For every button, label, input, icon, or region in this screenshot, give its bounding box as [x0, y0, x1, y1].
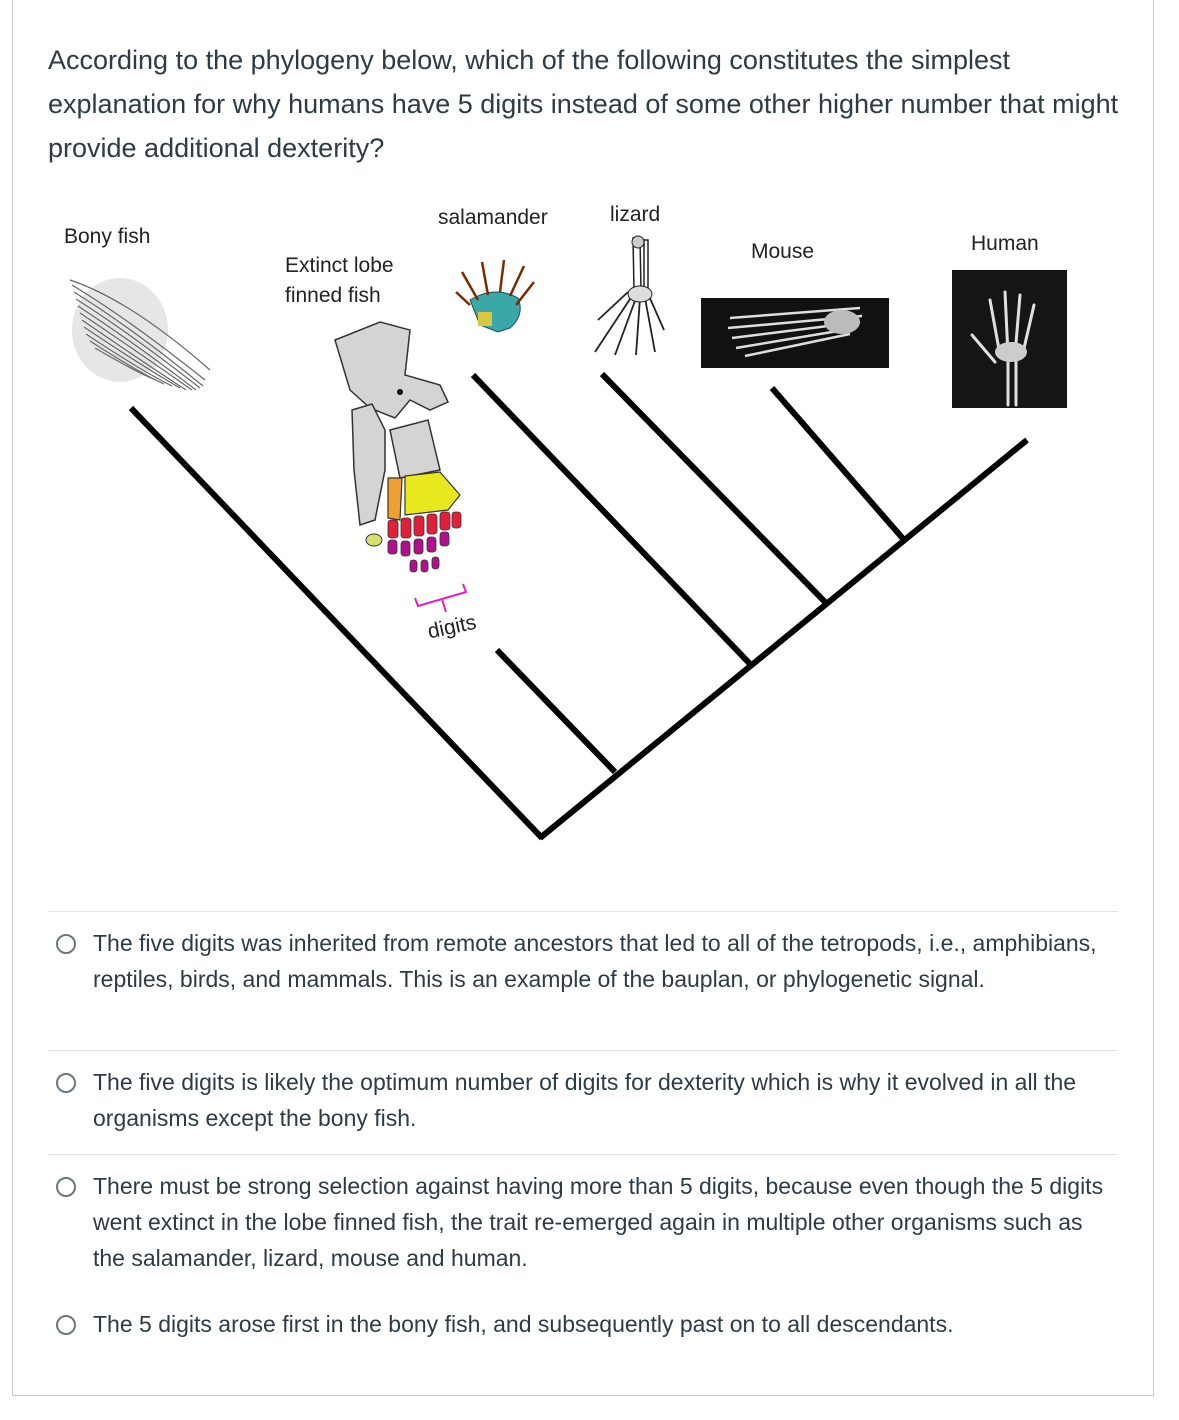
bony-fish-fin-image [69, 278, 211, 391]
lizard-label: lizard [610, 203, 661, 226]
digits-bracket [414, 583, 468, 613]
mouse-label: Mouse [751, 240, 815, 263]
answer-option-4[interactable]: The 5 digits arose first in the bony fis… [48, 1293, 1118, 1363]
question-text: According to the phylogeny below, which … [48, 45, 1119, 163]
extinct-lobe-label: Extinct lobe finned fish [285, 254, 394, 307]
answer-option-3[interactable]: There must be strong selection against h… [48, 1154, 1118, 1293]
salamander-label: salamander [438, 206, 548, 229]
answer-option-2[interactable]: The five digits is likely the optimum nu… [48, 1050, 1118, 1154]
lizard-hand-image [594, 235, 665, 356]
salamander-hand-image [455, 259, 535, 333]
radio-button[interactable] [56, 1177, 76, 1197]
answer-text: The 5 digits arose first in the bony fis… [93, 1311, 954, 1337]
radio-button[interactable] [56, 1073, 76, 1093]
human-xray-image [952, 270, 1067, 408]
mouse-xray-image [701, 298, 889, 368]
question-card [12, 0, 1154, 1396]
radio-button[interactable] [56, 934, 76, 954]
answer-text: The five digits was inherited from remot… [93, 930, 1097, 992]
bony-fish-label: Bony fish [64, 225, 151, 248]
answer-text: The five digits is likely the optimum nu… [93, 1069, 1077, 1131]
tree-branches [128, 371, 1029, 841]
human-label: Human [971, 232, 1039, 255]
answer-text: There must be strong selection against h… [93, 1173, 1104, 1271]
radio-button[interactable] [56, 1315, 76, 1335]
lobe-fin-limb-image [334, 321, 468, 613]
phylogeny-figure: Bony fish Extinct lobe finned fish salam… [64, 203, 1067, 841]
answer-option-1[interactable]: The five digits was inherited from remot… [48, 911, 1118, 1050]
phylogeny-tree [69, 235, 1067, 841]
